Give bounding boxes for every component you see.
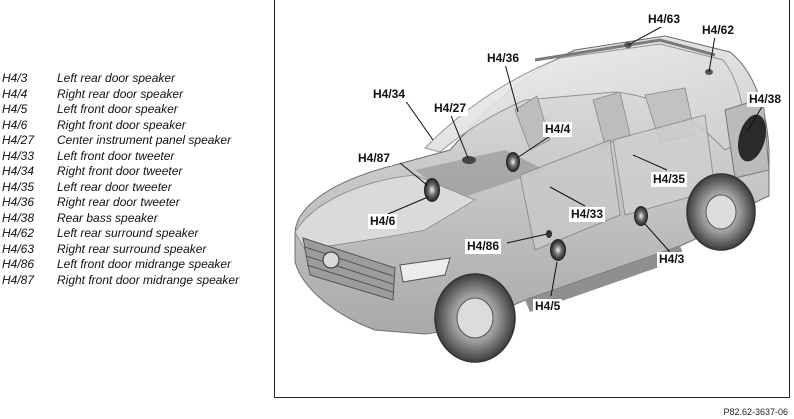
legend-code: H4/35 bbox=[2, 179, 35, 194]
legend-description: Right rear door tweeter bbox=[57, 195, 180, 209]
callout-h4-5: H4/5 bbox=[533, 299, 563, 314]
speaker-h4-4 bbox=[506, 152, 520, 172]
legend-code: H4/33 bbox=[2, 148, 35, 163]
callout-h4-33: H4/33 bbox=[569, 207, 606, 222]
legend-description: Right front door tweeter bbox=[57, 164, 183, 178]
callout-h4-4: H4/4 bbox=[543, 122, 573, 137]
legend-description: Left rear door tweeter bbox=[57, 179, 172, 194]
vehicle-diagram: H4/63 H4/62 H4/36 H4/34 H4/27 H4/38 H4/4… bbox=[274, 0, 790, 398]
legend-description: Left front door tweeter bbox=[57, 148, 175, 163]
legend-row: H4/4 Right rear door speaker bbox=[2, 87, 268, 103]
callout-h4-87: H4/87 bbox=[356, 151, 393, 166]
legend-code: H4/3 bbox=[2, 71, 28, 85]
legend-code: H4/62 bbox=[2, 226, 35, 240]
speaker-markers bbox=[424, 42, 713, 261]
rear-wheel bbox=[686, 173, 756, 251]
speaker-h4-5 bbox=[550, 239, 566, 261]
legend-code: H4/87 bbox=[2, 272, 35, 287]
callout-h4-35: H4/35 bbox=[651, 172, 688, 187]
callout-h4-38: H4/38 bbox=[747, 92, 784, 107]
legend-description: Center instrument panel speaker bbox=[57, 133, 232, 147]
legend-code: H4/38 bbox=[2, 210, 35, 225]
legend-code: H4/86 bbox=[2, 257, 35, 271]
speaker-h4-86 bbox=[546, 230, 552, 238]
leader-lines bbox=[387, 25, 764, 297]
legend-description: Rear bass speaker bbox=[57, 210, 158, 225]
legend-row: H4/3 Left rear door speaker bbox=[2, 71, 268, 87]
legend-row: H4/87 Right front door midrange speaker bbox=[2, 273, 268, 289]
callout-h4-86: H4/86 bbox=[465, 239, 502, 254]
speaker-h4-27 bbox=[462, 156, 476, 164]
legend-row: H4/86 Left front door midrange speaker bbox=[2, 257, 268, 273]
legend-description: Right front door speaker bbox=[57, 117, 186, 132]
speaker-h4-3 bbox=[634, 206, 648, 226]
callout-h4-34: H4/34 bbox=[371, 87, 408, 102]
callout-h4-62: H4/62 bbox=[700, 23, 737, 38]
legend-code: H4/4 bbox=[2, 86, 28, 101]
legend-code: H4/63 bbox=[2, 241, 35, 256]
legend-row: H4/36 Right rear door tweeter bbox=[2, 195, 268, 211]
legend-row: H4/63 Right rear surround speaker bbox=[2, 242, 268, 258]
legend-description: Left rear door speaker bbox=[57, 71, 176, 85]
legend-description: Right front door midrange speaker bbox=[57, 272, 240, 287]
callout-h4-27: H4/27 bbox=[432, 101, 469, 116]
legend-row: H4/6 Right front door speaker bbox=[2, 118, 268, 134]
callout-h4-6: H4/6 bbox=[368, 214, 398, 229]
legend-row: H4/34 Right front door tweeter bbox=[2, 164, 268, 180]
legend-code: H4/36 bbox=[2, 195, 35, 209]
callout-h4-3: H4/3 bbox=[657, 252, 687, 267]
legend-code: H4/34 bbox=[2, 164, 35, 178]
legend-description: Left rear surround speaker bbox=[57, 226, 199, 240]
callout-h4-36: H4/36 bbox=[485, 51, 522, 66]
front-wheel bbox=[434, 273, 516, 363]
legend-row: H4/33 Left front door tweeter bbox=[2, 149, 268, 165]
legend-code: H4/27 bbox=[2, 133, 35, 147]
legend-row: H4/27 Center instrument panel speaker bbox=[2, 133, 268, 149]
legend-description: Right rear door speaker bbox=[57, 86, 184, 101]
figure-reference: P82.62-3637-06 bbox=[723, 407, 788, 417]
car-body bbox=[294, 35, 770, 335]
legend-code: H4/5 bbox=[2, 102, 28, 116]
speaker-h4-87 bbox=[424, 178, 440, 202]
legend-row: H4/62 Left rear surround speaker bbox=[2, 226, 268, 242]
vehicle-illustration bbox=[294, 25, 770, 363]
legend-description: Left front door speaker bbox=[57, 102, 178, 116]
legend-row: H4/5 Left front door speaker bbox=[2, 102, 268, 118]
legend-description: Left front door midrange speaker bbox=[57, 257, 232, 271]
callout-h4-63: H4/63 bbox=[646, 12, 683, 27]
legend-row: H4/35 Left rear door tweeter bbox=[2, 180, 268, 196]
legend-description: Right rear surround speaker bbox=[57, 241, 207, 256]
legend-code: H4/6 bbox=[2, 117, 28, 132]
legend-row: H4/38 Rear bass speaker bbox=[2, 211, 268, 227]
